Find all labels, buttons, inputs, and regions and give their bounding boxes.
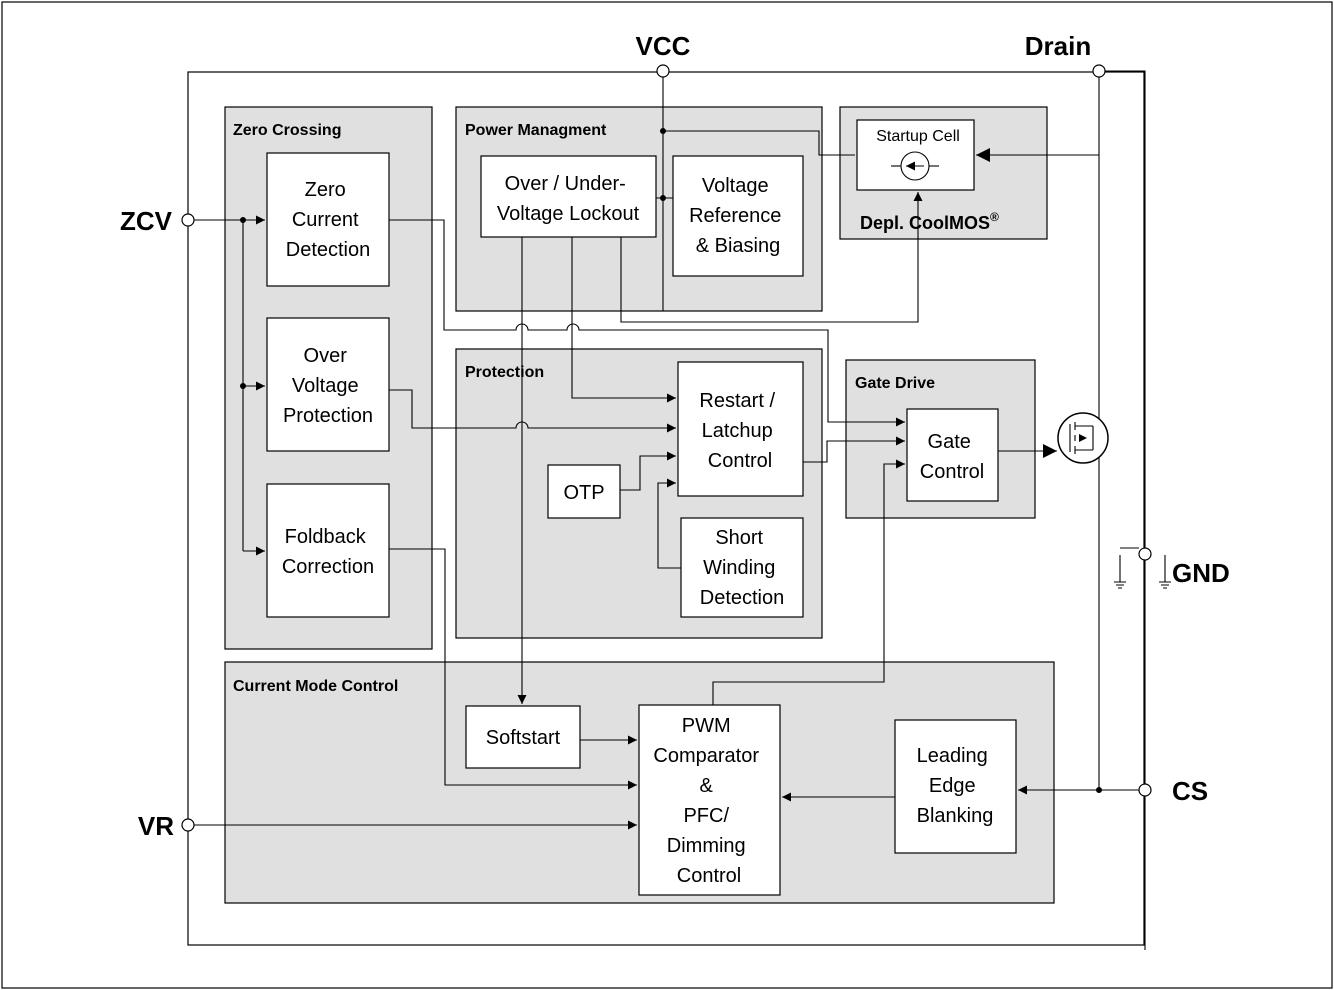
gnd-pin-terminal: [1138, 547, 1152, 561]
protection-title: Protection: [465, 364, 544, 381]
otp-block: [547, 464, 621, 519]
pwm-comparator-block: [638, 704, 781, 896]
wires: [193, 70, 1171, 950]
restart-latchup-block: [677, 361, 804, 497]
uvlo-block: [480, 155, 657, 238]
foldback-correction-block: [266, 483, 390, 618]
gate-control-block: [906, 408, 999, 502]
voltage-reference-block: [672, 155, 804, 277]
current-source-icon: [891, 151, 939, 181]
zcv-pin-terminal: [181, 213, 195, 227]
over-voltage-protection-block: [266, 317, 390, 452]
over-voltage-protection-label: Over Voltage Protection: [283, 345, 373, 427]
short-winding-label: Short Winding Detection: [700, 527, 785, 609]
leading-edge-blanking-block: [894, 719, 1017, 854]
pin-terminals: [181, 64, 1152, 832]
startup-cell-block: [856, 119, 975, 191]
depl-coolmos-title: Depl. CoolMOS®: [860, 210, 999, 233]
drain-pin-terminal: [1092, 64, 1106, 78]
mosfet-icon: [1057, 412, 1109, 464]
softstart-label: Softstart: [486, 727, 561, 749]
current-mode-control-title: Current Mode Control: [233, 678, 398, 695]
zero-current-detection-label: Zero Current Detection: [286, 179, 371, 261]
gate-control-label: Gate Control: [920, 431, 984, 483]
leading-edge-blanking-label: Leading Edge Blanking: [917, 745, 994, 827]
cs-pin-terminal: [1138, 783, 1152, 797]
foldback-correction-label: Foldback Correction: [282, 526, 374, 578]
vr-pin-label: VR: [138, 811, 174, 841]
restart-latchup-label: Restart / Latchup Control: [699, 390, 780, 472]
otp-label: OTP: [563, 482, 604, 504]
zero-current-detection-block: [266, 152, 390, 287]
gate-drive-title: Gate Drive: [855, 375, 935, 392]
vr-pin-terminal: [181, 818, 195, 832]
short-winding-block: [680, 517, 804, 618]
pwm-comparator-label: PWM Comparator & PFC/ Dimming Control: [653, 715, 764, 887]
zcv-pin-label: ZCV: [120, 206, 173, 236]
zero-crossing-title: Zero Crossing: [233, 122, 341, 139]
drain-pin-label: Drain: [1025, 31, 1091, 61]
startup-cell-label: Startup Cell: [876, 128, 960, 145]
softstart-block: [465, 705, 581, 769]
voltage-reference-label: Voltage Reference & Biasing: [689, 175, 787, 257]
power-management-title: Power Managment: [465, 122, 607, 139]
gnd-pin-label: GND: [1172, 558, 1230, 588]
uvlo-label: Over / Under- Voltage Lockout: [497, 173, 640, 225]
vcc-pin-terminal: [656, 64, 670, 78]
vcc-pin-label: VCC: [636, 31, 691, 61]
cs-pin-label: CS: [1172, 776, 1208, 806]
